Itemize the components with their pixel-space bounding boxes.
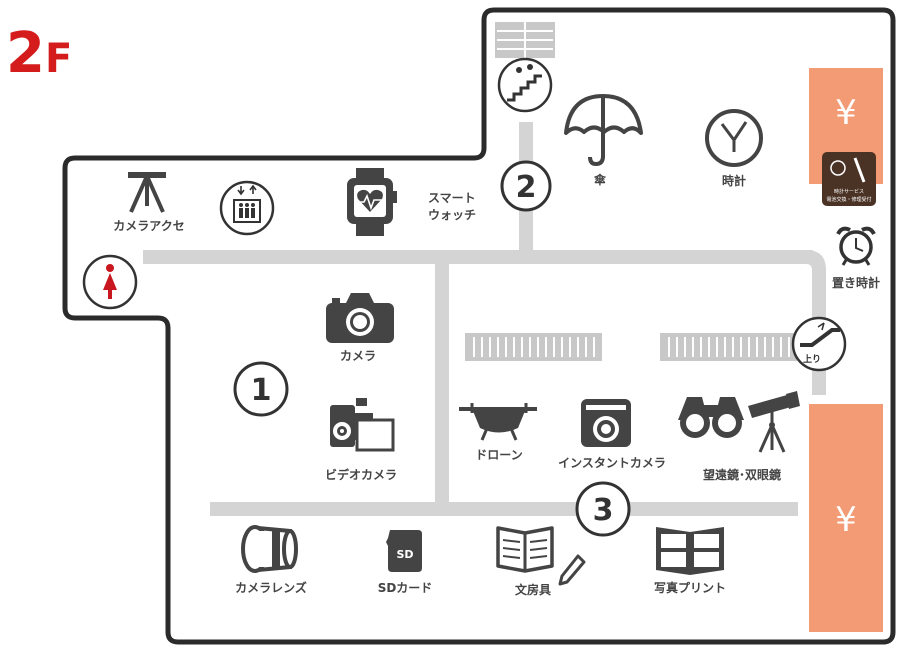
alarm-clock-icon: [836, 226, 876, 266]
escalator-up-label: 上り: [803, 353, 821, 365]
umbrella-icon: [564, 94, 643, 167]
clock-label: 時計: [722, 173, 746, 188]
umbrella-label: 傘: [594, 172, 607, 187]
telescope-icon: [748, 391, 800, 453]
stairs-icon: [497, 57, 553, 113]
shelf-right: [660, 333, 797, 361]
aisles: [143, 122, 826, 516]
zone-2-number: 2: [516, 170, 537, 205]
sd-card-icon: SD: [386, 530, 422, 572]
video-camera-icon: [330, 398, 395, 452]
smartwatch-label-2: ウォッチ: [428, 208, 476, 222]
smartwatch-icon: [347, 168, 397, 236]
sd-card-label: SDカード: [378, 581, 433, 595]
photo-print-label: 写真プリント: [654, 580, 726, 595]
stairs-grid: [495, 22, 555, 58]
camera-accessories-label: カメラアクセ: [113, 219, 184, 233]
watch-service-icon: 時計サービス 電池交換・修理受付: [822, 152, 876, 206]
drone-label: ドローン: [475, 448, 522, 462]
zone-2-marker: 2: [500, 160, 552, 212]
floor-label: 2F: [6, 21, 72, 86]
zone-1-number: 1: [251, 373, 272, 408]
notebook-icon: [496, 526, 586, 586]
binoculars-icon: [678, 397, 744, 438]
video-camera-label: ビデオカメラ: [325, 467, 397, 482]
tripod-icon: [128, 172, 166, 213]
instant-camera-label: インスタントカメラ: [558, 456, 666, 470]
watch-service-label-1: 時計サービス: [834, 188, 864, 195]
elevator-icon: [219, 180, 275, 236]
camera-lens-icon: [241, 525, 298, 573]
restroom-women-icon: [82, 254, 138, 310]
cashier-top-symbol: ¥: [835, 93, 857, 133]
watch-service-label-2: 電池交換・修理受付: [826, 196, 871, 203]
floor-outline: [62, 7, 896, 645]
binoculars-label: 望遠鏡･双眼鏡: [703, 467, 781, 482]
stationery-label: 文房具: [515, 582, 551, 597]
table-clock-label: 置き時計: [832, 275, 880, 290]
smartwatch-label-1: スマート: [428, 191, 476, 205]
escalator-up-icon: 上り: [791, 316, 847, 372]
photo-print-icon: [656, 527, 724, 575]
zone-3-number: 3: [593, 493, 614, 528]
clock-icon: [705, 109, 763, 167]
cashier-bottom: ¥: [809, 404, 883, 632]
camera-icon: [326, 293, 394, 343]
camera-lens-label: カメラレンズ: [235, 580, 307, 595]
zone-1-marker: 1: [233, 361, 289, 417]
sd-card-icon-text: SD: [396, 548, 413, 561]
drone-icon: [459, 403, 537, 441]
camera-label: カメラ: [340, 349, 376, 363]
shelf-left: [465, 333, 602, 361]
zone-3-marker: 3: [575, 481, 631, 537]
cashier-bottom-symbol: ¥: [835, 500, 857, 540]
instant-camera-icon: [581, 399, 631, 447]
